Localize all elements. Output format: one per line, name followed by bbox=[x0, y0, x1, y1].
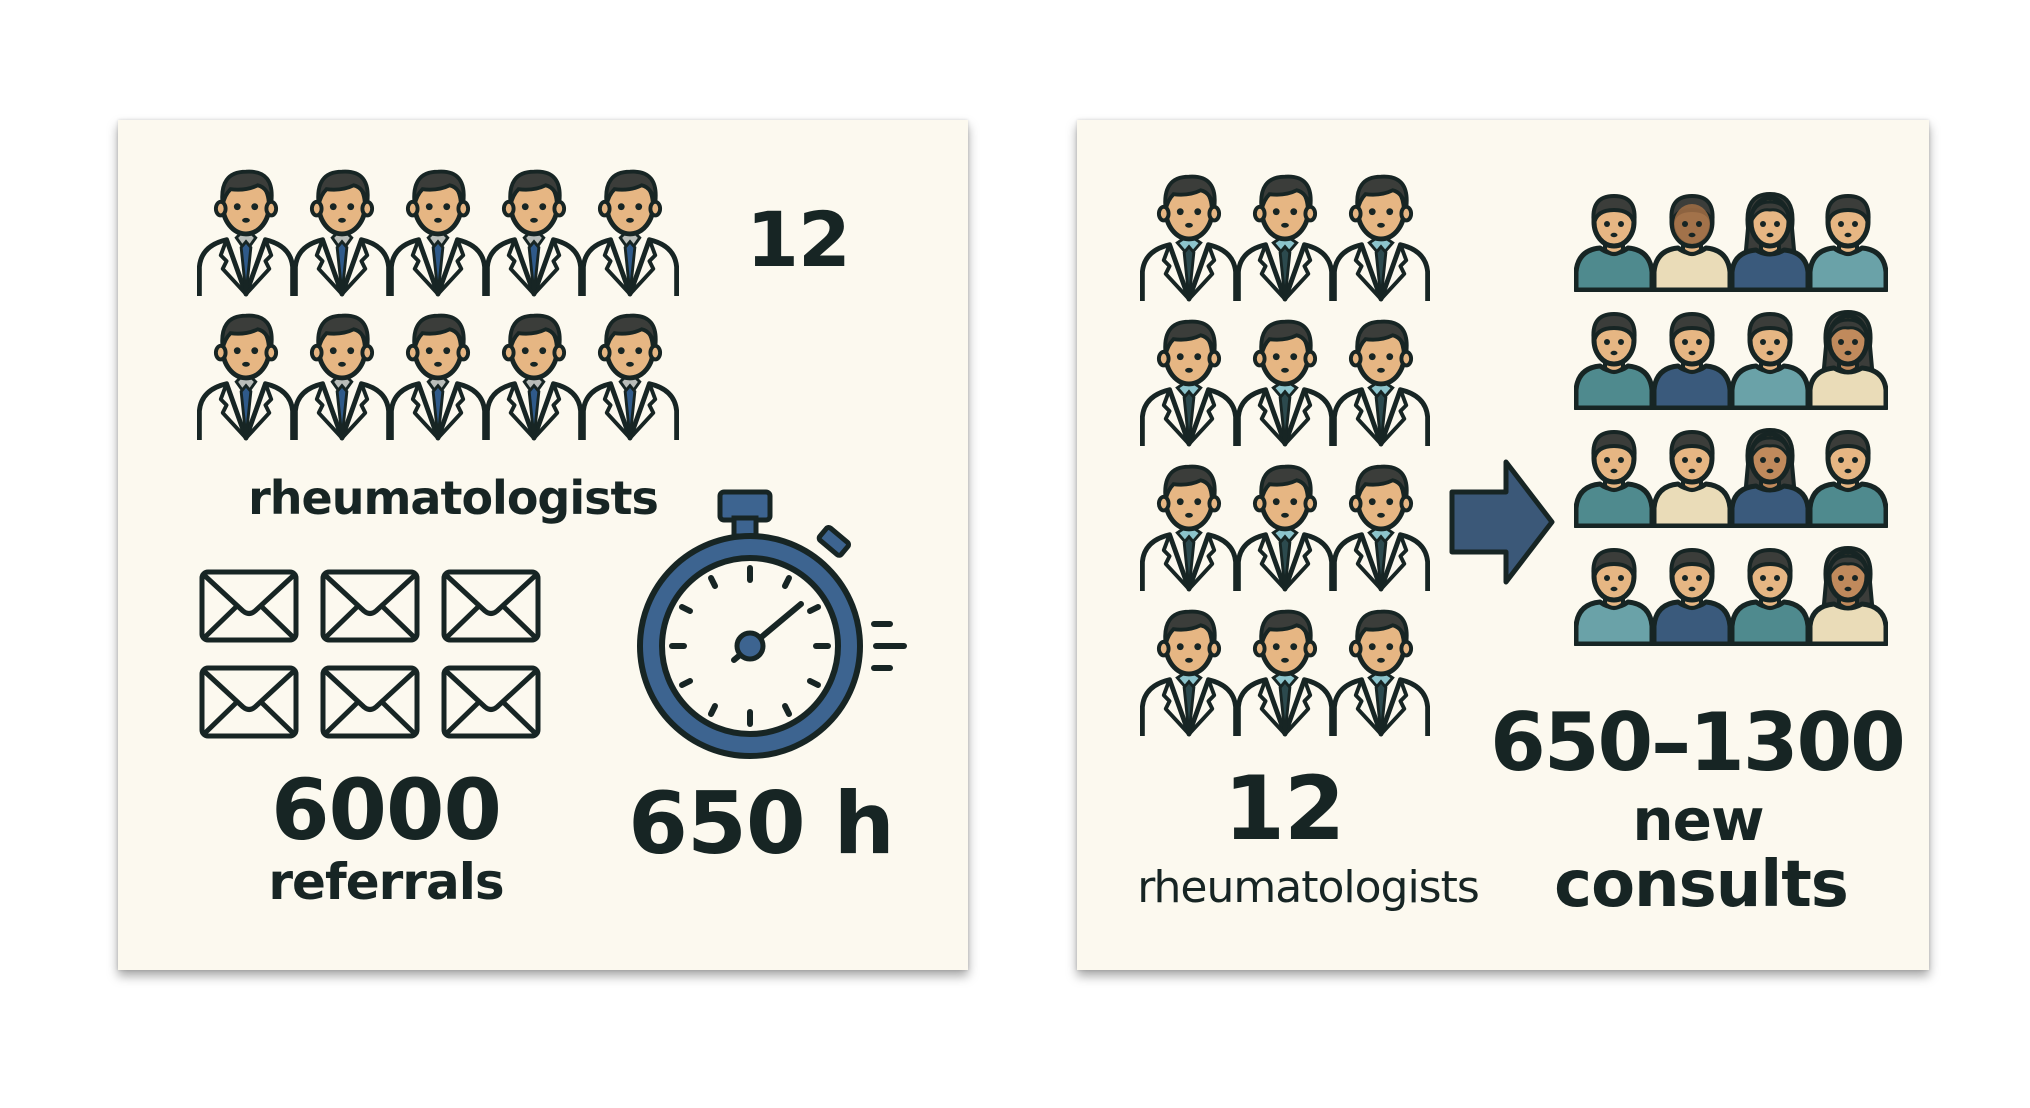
doctor-count: 12 bbox=[746, 195, 851, 284]
consults-caption-line1: new bbox=[1632, 786, 1764, 854]
doctor-icon bbox=[1332, 312, 1430, 448]
patient-icon bbox=[1574, 424, 1654, 528]
patient-icon-grid bbox=[1574, 188, 1894, 663]
doctor-icon bbox=[293, 162, 391, 298]
doctor-icon bbox=[1140, 312, 1238, 448]
doctor-icon bbox=[1236, 457, 1334, 593]
doctor-icon bbox=[1140, 167, 1238, 303]
doctors-caption: rheumatologists bbox=[248, 471, 659, 525]
patient-icon bbox=[1574, 188, 1654, 292]
patient-icon bbox=[1808, 306, 1888, 410]
envelope-icon bbox=[441, 569, 541, 643]
patient-icon bbox=[1730, 306, 1810, 410]
doctor-icon bbox=[1236, 167, 1334, 303]
consults-value: 650–1300 bbox=[1490, 696, 1906, 789]
doctor-icon bbox=[389, 162, 487, 298]
envelope-icon bbox=[199, 569, 299, 643]
doctors-caption: rheumatologists bbox=[1137, 862, 1480, 913]
patient-icon bbox=[1652, 188, 1732, 292]
doctor-icon bbox=[1332, 167, 1430, 303]
patient-icon bbox=[1808, 542, 1888, 646]
patient-icon bbox=[1652, 306, 1732, 410]
doctor-icon bbox=[293, 306, 391, 442]
consults-caption-line2: consults bbox=[1554, 848, 1849, 922]
envelope-icon bbox=[320, 569, 420, 643]
doctor-icon bbox=[1236, 312, 1334, 448]
arrow-right-icon bbox=[1449, 459, 1555, 585]
time-value: 650 h bbox=[628, 774, 895, 874]
doctor-count: 12 bbox=[1223, 757, 1345, 860]
doctor-icon bbox=[1140, 457, 1238, 593]
doctor-icon bbox=[581, 306, 679, 442]
doctor-icon bbox=[1332, 457, 1430, 593]
patient-icon bbox=[1652, 542, 1732, 646]
envelope-icon bbox=[199, 665, 299, 739]
referrals-caption: referrals bbox=[268, 853, 504, 911]
envelope-icon-grid bbox=[199, 569, 544, 739]
doctor-icon bbox=[1140, 602, 1238, 738]
referrals-value: 6000 bbox=[271, 761, 502, 859]
patient-icon bbox=[1730, 188, 1810, 292]
doctor-icon-grid bbox=[197, 162, 617, 442]
doctor-icon bbox=[197, 306, 295, 442]
patient-icon bbox=[1574, 542, 1654, 646]
left-panel-current-state: 12 rheumatologists bbox=[118, 120, 968, 970]
right-panel-projected-state: 12 rheumatologists 650–1300 new consults bbox=[1077, 120, 1929, 970]
patient-icon bbox=[1808, 424, 1888, 528]
patient-icon bbox=[1574, 306, 1654, 410]
doctor-icon bbox=[485, 162, 583, 298]
doctor-icon-grid bbox=[1140, 167, 1430, 747]
doctor-icon bbox=[485, 306, 583, 442]
patient-icon bbox=[1808, 188, 1888, 292]
patient-icon bbox=[1730, 542, 1810, 646]
doctor-icon bbox=[1332, 602, 1430, 738]
patient-icon bbox=[1730, 424, 1810, 528]
patient-icon bbox=[1652, 424, 1732, 528]
doctor-icon bbox=[197, 162, 295, 298]
doctor-icon bbox=[581, 162, 679, 298]
doctor-icon bbox=[389, 306, 487, 442]
stopwatch-icon bbox=[637, 489, 907, 759]
envelope-icon bbox=[441, 665, 541, 739]
doctor-icon bbox=[1236, 602, 1334, 738]
envelope-icon bbox=[320, 665, 420, 739]
